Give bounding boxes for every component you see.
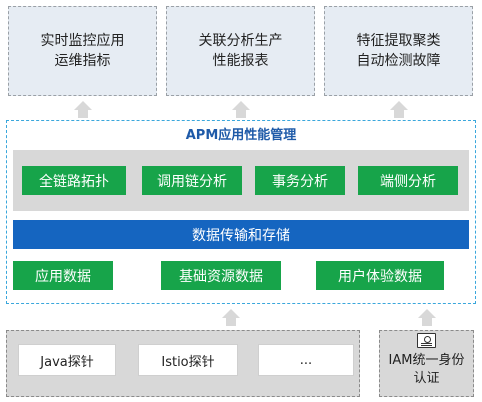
up-arrow-icon — [232, 101, 250, 118]
iam-label: IAM统一身份 认证 — [379, 352, 474, 388]
data-source-user-experience: 用户体验数据 — [316, 261, 444, 290]
output-monitoring-line1: 实时监控应用 — [40, 33, 125, 49]
output-reports-line1: 关联分析生产 — [198, 33, 283, 49]
analysis-transaction: 事务分析 — [255, 166, 345, 195]
agent-java: Java探针 — [18, 344, 116, 376]
analysis-client-side: 端侧分析 — [358, 166, 458, 195]
analysis-full-link-topology: 全链路拓扑 — [22, 166, 126, 195]
iam-label-line1: IAM统一身份 — [388, 353, 465, 368]
output-fault-line2: 自动检测故障 — [356, 53, 441, 69]
output-reports-line2: 性能报表 — [212, 53, 269, 69]
agent-istio: Istio探针 — [138, 344, 238, 376]
up-arrow-icon — [390, 101, 408, 118]
analysis-call-chain: 调用链分析 — [142, 166, 242, 195]
output-box-reports: 关联分析生产 性能报表 — [166, 6, 315, 96]
data-source-application: 应用数据 — [13, 261, 113, 290]
output-fault-line1: 特征提取聚类 — [356, 33, 441, 49]
iam-label-line2: 认证 — [413, 371, 440, 386]
data-source-infrastructure: 基础资源数据 — [161, 261, 281, 290]
output-box-monitoring: 实时监控应用 运维指标 — [8, 6, 157, 96]
id-card-icon — [417, 333, 436, 348]
up-arrow-icon — [222, 309, 240, 326]
apm-title: APM应用性能管理 — [185, 128, 297, 143]
data-transport-storage-bar: 数据传输和存储 — [13, 220, 469, 249]
agent-more: ... — [258, 344, 354, 376]
output-box-fault-detection: 特征提取聚类 自动检测故障 — [324, 6, 473, 96]
up-arrow-icon — [418, 309, 436, 326]
up-arrow-icon — [74, 101, 92, 118]
output-monitoring-line2: 运维指标 — [54, 53, 111, 69]
